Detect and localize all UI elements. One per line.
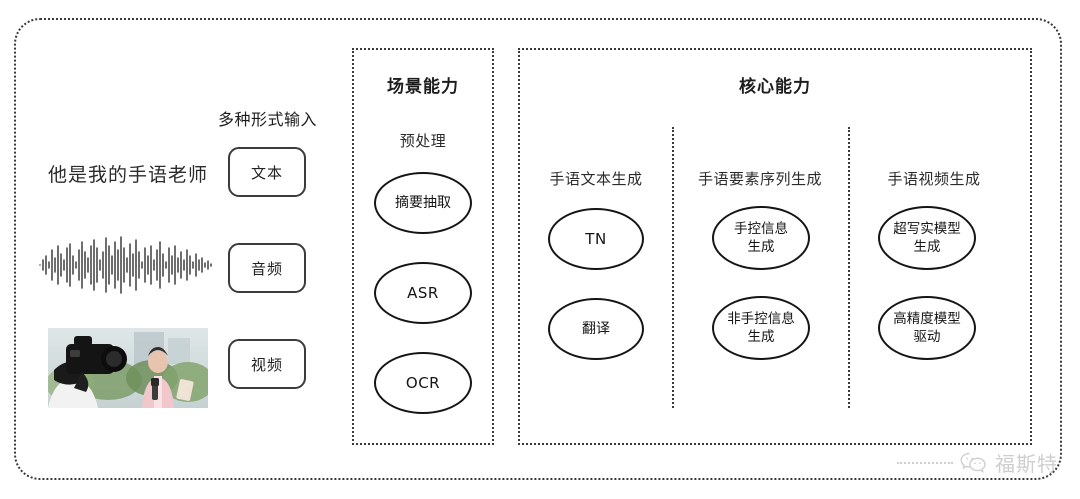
sample-sentence-text: 他是我的手语老师 xyxy=(48,164,209,186)
watermark: 福斯特 xyxy=(897,448,1058,477)
modality-pill-audio[interactable]: 音频 xyxy=(228,243,306,293)
core-capability-panel: 核心能力 手语文本生成 TN 翻译 手语要素序列生成 手控信息 生成 非手控信息… xyxy=(518,48,1032,445)
core-node-manual-info-label: 手控信息 生成 xyxy=(734,221,788,255)
core-capability-title: 核心能力 xyxy=(739,77,811,97)
core-node-manual-info[interactable]: 手控信息 生成 xyxy=(712,206,810,270)
core-node-hyperreal-model[interactable]: 超写实模型 生成 xyxy=(878,206,976,270)
scene-capability-title: 场景能力 xyxy=(387,77,459,97)
core-column-3-label: 手语视频生成 xyxy=(887,170,981,188)
core-node-nonmanual-info-label: 非手控信息 生成 xyxy=(727,311,795,345)
core-node-translation-label: 翻译 xyxy=(582,321,610,337)
scene-node-asr[interactable]: ASR xyxy=(374,262,472,324)
audio-waveform-icon xyxy=(38,236,216,294)
core-node-tn[interactable]: TN xyxy=(548,208,644,270)
video-thumbnail-icon xyxy=(48,328,208,408)
scene-node-ocr[interactable]: OCR xyxy=(374,352,472,414)
scene-group-label: 预处理 xyxy=(399,132,447,150)
core-node-highprecision-model[interactable]: 高精度模型 驱动 xyxy=(878,296,976,360)
core-node-hyperreal-model-label: 超写实模型 生成 xyxy=(893,221,961,255)
core-column-2-label: 手语要素序列生成 xyxy=(697,170,822,188)
modality-pill-audio-label: 音频 xyxy=(250,259,283,278)
core-node-tn-label: TN xyxy=(585,230,607,248)
modality-pill-video-label: 视频 xyxy=(250,355,283,374)
scene-node-summary-label: 摘要抽取 xyxy=(395,195,451,211)
wechat-icon xyxy=(960,452,986,473)
scene-node-asr-label: ASR xyxy=(407,284,439,302)
outer-frame xyxy=(14,18,1062,480)
scene-node-summary[interactable]: 摘要抽取 xyxy=(374,172,472,234)
core-node-translation[interactable]: 翻译 xyxy=(548,298,644,360)
scene-capability-panel: 场景能力 预处理 摘要抽取 ASR OCR xyxy=(352,48,494,445)
modality-pill-text-label: 文本 xyxy=(250,163,283,182)
core-column-1-label: 手语文本生成 xyxy=(549,170,643,188)
watermark-text: 福斯特 xyxy=(995,452,1058,476)
scene-node-ocr-label: OCR xyxy=(405,374,441,392)
input-section-heading: 多种形式输入 xyxy=(218,110,318,129)
core-node-nonmanual-info[interactable]: 非手控信息 生成 xyxy=(712,296,810,360)
core-node-highprecision-model-label: 高精度模型 驱动 xyxy=(893,311,961,345)
core-divider-1 xyxy=(672,127,674,408)
watermark-dotted-line xyxy=(897,461,953,464)
modality-pill-text[interactable]: 文本 xyxy=(228,147,306,197)
modality-pill-video[interactable]: 视频 xyxy=(228,339,306,389)
core-divider-2 xyxy=(848,127,850,408)
